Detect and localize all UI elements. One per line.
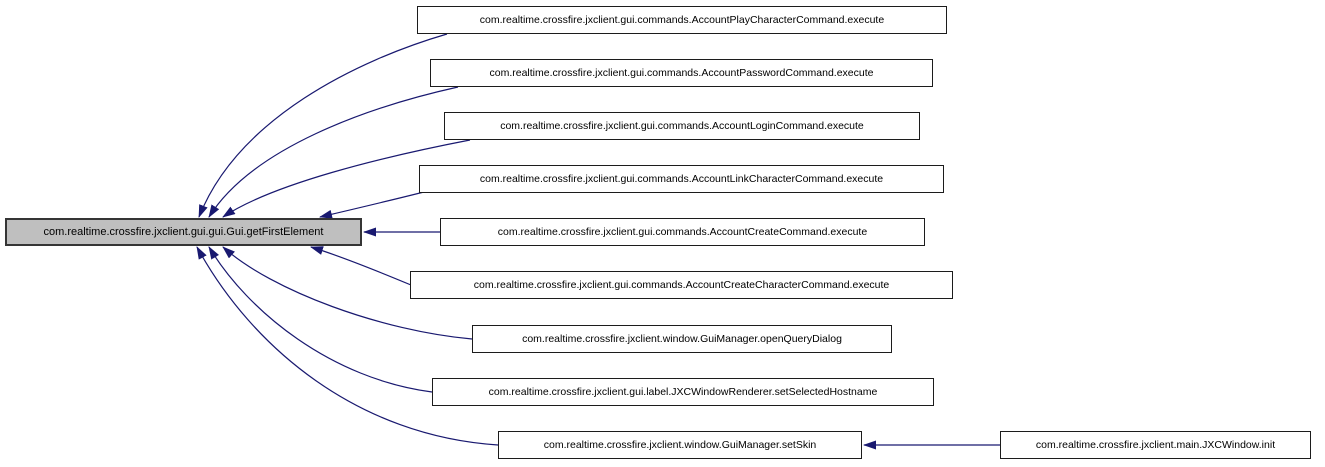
node-label: com.realtime.crossfire.jxclient.gui.gui.… bbox=[43, 226, 324, 238]
edge-account-password-to-get-first-element bbox=[208, 86, 459, 218]
node-label: com.realtime.crossfire.jxclient.gui.comm… bbox=[479, 173, 884, 185]
node-account-login-command-execute[interactable]: com.realtime.crossfire.jxclient.gui.comm… bbox=[444, 112, 920, 140]
node-account-link-character-command-execute[interactable]: com.realtime.crossfire.jxclient.gui.comm… bbox=[419, 165, 944, 193]
node-jxc-window-init[interactable]: com.realtime.crossfire.jxclient.main.JXC… bbox=[1000, 431, 1311, 459]
node-label: com.realtime.crossfire.jxclient.gui.labe… bbox=[488, 386, 878, 398]
edge-account-link-character-to-get-first-element bbox=[319, 191, 425, 219]
edge-set-skin-to-get-first-element bbox=[196, 246, 499, 446]
node-label: com.realtime.crossfire.jxclient.gui.comm… bbox=[500, 120, 864, 132]
node-label: com.realtime.crossfire.jxclient.window.G… bbox=[543, 439, 817, 451]
node-gui-get-first-element[interactable]: com.realtime.crossfire.jxclient.gui.gui.… bbox=[5, 218, 362, 246]
node-label: com.realtime.crossfire.jxclient.gui.comm… bbox=[489, 67, 874, 79]
edge-account-login-to-get-first-element bbox=[222, 139, 471, 218]
edge-account-play-character-to-get-first-element bbox=[198, 33, 448, 218]
node-label: com.realtime.crossfire.jxclient.gui.comm… bbox=[473, 279, 890, 291]
node-jxc-window-renderer-set-selected-hostname[interactable]: com.realtime.crossfire.jxclient.gui.labe… bbox=[432, 378, 934, 406]
node-label: com.realtime.crossfire.jxclient.main.JXC… bbox=[1035, 439, 1276, 451]
node-account-password-command-execute[interactable]: com.realtime.crossfire.jxclient.gui.comm… bbox=[430, 59, 933, 87]
edge-account-create-character-to-get-first-element bbox=[310, 246, 412, 286]
edge-open-query-dialog-to-get-first-element bbox=[222, 246, 473, 340]
node-gui-manager-set-skin[interactable]: com.realtime.crossfire.jxclient.window.G… bbox=[498, 431, 862, 459]
edge-set-selected-hostname-to-get-first-element bbox=[208, 246, 433, 393]
node-label: com.realtime.crossfire.jxclient.window.G… bbox=[522, 333, 842, 345]
node-account-create-command-execute[interactable]: com.realtime.crossfire.jxclient.gui.comm… bbox=[440, 218, 925, 246]
node-gui-manager-open-query-dialog[interactable]: com.realtime.crossfire.jxclient.window.G… bbox=[472, 325, 892, 353]
node-account-create-character-command-execute[interactable]: com.realtime.crossfire.jxclient.gui.comm… bbox=[410, 271, 953, 299]
node-label: com.realtime.crossfire.jxclient.gui.comm… bbox=[497, 226, 868, 238]
node-account-play-character-command-execute[interactable]: com.realtime.crossfire.jxclient.gui.comm… bbox=[417, 6, 947, 34]
node-label: com.realtime.crossfire.jxclient.gui.comm… bbox=[479, 14, 885, 26]
